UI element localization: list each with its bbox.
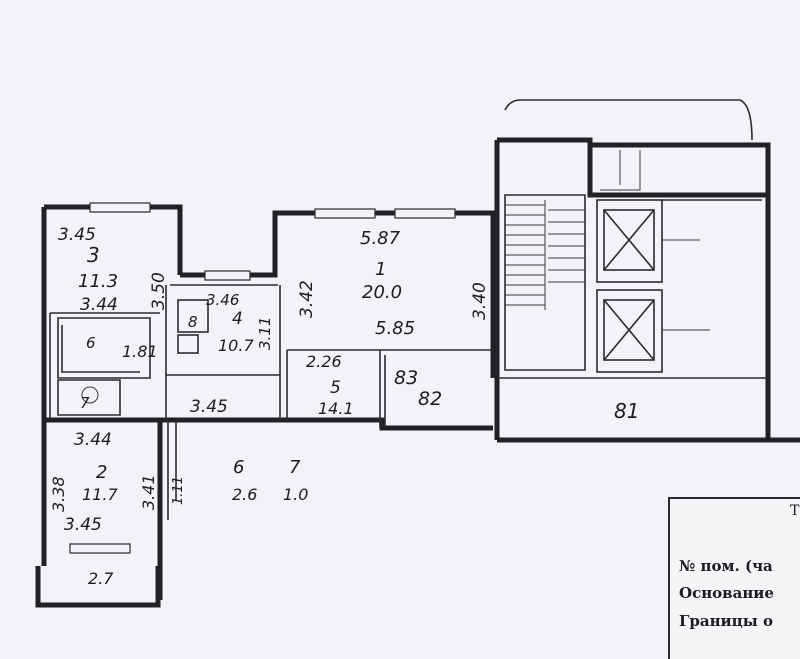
space-83-label: 83 xyxy=(394,367,418,389)
room-2-dim-bottom: 3.45 xyxy=(64,515,102,535)
room-1-dim-left: 3.42 xyxy=(297,280,317,318)
summary-6-label: 6 xyxy=(233,457,244,478)
legend-line-basis: Основание xyxy=(679,584,774,602)
room-1-dim-bottom: 5.85 xyxy=(375,318,415,339)
floor-plan: 3.45 3 11.3 3.44 3.50 3.46 8 4 10.7 3.11… xyxy=(35,99,800,608)
room-1-dim-top: 5.87 xyxy=(360,228,401,249)
room-4-symbol: 8 xyxy=(188,313,198,331)
room-6-number: 6 xyxy=(86,334,96,352)
room-6-dim: 1.81 xyxy=(122,342,158,361)
room-2-number: 2 xyxy=(96,462,107,483)
room-2-dim-left: 3.38 xyxy=(49,476,68,512)
space-81-label: 81 xyxy=(614,399,639,423)
legend-box xyxy=(668,497,800,659)
room-4-area: 10.7 xyxy=(218,336,254,355)
room-2-area: 11.7 xyxy=(82,485,118,504)
room-1-number: 1 xyxy=(375,259,386,280)
room-3-dim-bottom: 3.44 xyxy=(80,295,118,315)
room-3-dim-side: 3.50 xyxy=(149,272,169,310)
space-82-label: 82 xyxy=(418,388,442,410)
fixtures xyxy=(61,299,209,404)
legend-mark: Т xyxy=(790,503,800,519)
room-1-area: 20.0 xyxy=(362,282,402,303)
room-5-number: 5 xyxy=(330,378,341,398)
room-4-number: 4 xyxy=(232,309,243,329)
balcony-dim: 2.7 xyxy=(88,569,114,588)
room-4-dim-top: 3.46 xyxy=(206,291,239,309)
room-5-area: 14.1 xyxy=(318,399,354,418)
legend-line-room-number: № пом. (ча xyxy=(679,557,773,575)
room-2-dim-top: 3.44 xyxy=(74,430,112,450)
room-1-dim-right: 3.40 xyxy=(470,282,490,320)
room-4-dim-side: 3.11 xyxy=(256,317,274,350)
room-3-area: 11.3 xyxy=(78,271,118,292)
summary-6-area: 2.6 xyxy=(232,485,257,504)
hall-side-dim: 1.11 xyxy=(171,476,186,505)
room-7-number: 7 xyxy=(80,394,90,412)
summary-7-area: 1.0 xyxy=(283,485,308,504)
legend-line-borders: Границы о xyxy=(679,612,774,630)
summary-7-label: 7 xyxy=(289,457,301,478)
room-2-dim-right: 3.41 xyxy=(139,474,158,510)
corridor-dim: 3.45 xyxy=(190,397,228,417)
windows xyxy=(69,202,456,554)
room-3-dim-top: 3.45 xyxy=(58,225,96,245)
room-5-dim: 2.26 xyxy=(306,352,342,371)
stairwell-block xyxy=(494,99,800,443)
room-3-number: 3 xyxy=(87,243,100,267)
